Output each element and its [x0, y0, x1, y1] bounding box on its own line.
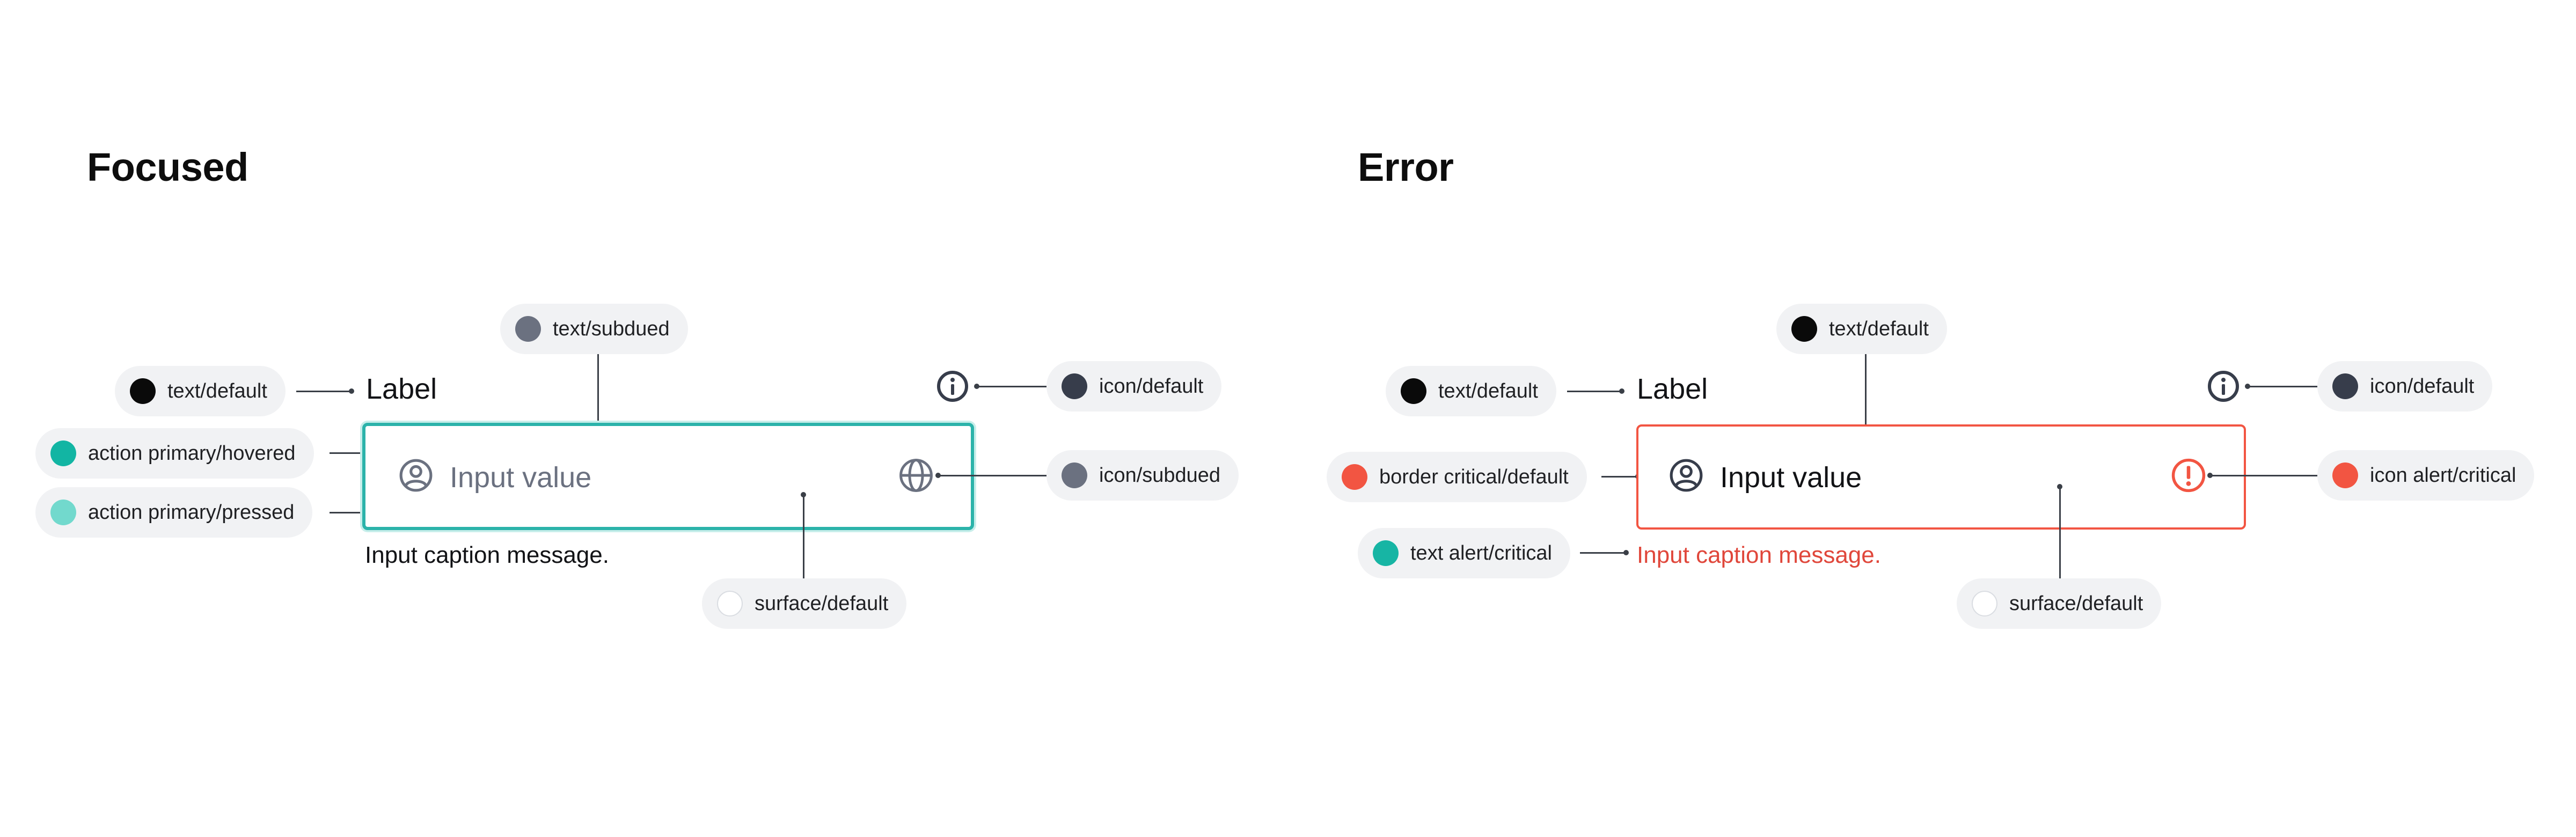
swatch-border-critical-default: [1342, 464, 1367, 490]
connector-surface-default: [2059, 487, 2061, 579]
text-input-focused[interactable]: [362, 423, 974, 530]
swatch-action-primary-hovered: [50, 440, 76, 466]
user-circle-icon: [1670, 459, 1703, 492]
swatch-icon-default: [1062, 373, 1087, 399]
connector-dot: [1623, 550, 1629, 555]
annotation-icon-subdued: icon/subdued: [1046, 450, 1239, 501]
connector-icon-default: [2248, 386, 2317, 387]
input-caption-error: Input caption message.: [1637, 542, 1881, 568]
swatch-text-subdued: [515, 316, 541, 342]
connector-dot: [974, 384, 979, 389]
connector-dot: [2245, 384, 2250, 389]
swatch-text-alert-critical: [1373, 540, 1399, 566]
connector-action-primary-hovered: [330, 452, 367, 454]
annotation-text-default: text/default: [115, 366, 286, 416]
annotation-action-primary-hovered: action primary/hovered: [35, 428, 314, 479]
annotation-text-subdued: text/subdued: [500, 304, 688, 354]
connector-text-subdued: [597, 354, 599, 446]
connector-text-default: [296, 391, 351, 392]
swatch-text-default: [1401, 378, 1426, 404]
annotation-text-default-label: text/default: [1386, 366, 1556, 416]
swatch-surface-default: [717, 591, 743, 616]
field-label: Label: [366, 373, 437, 405]
annotation-text-alert-critical: text alert/critical: [1358, 528, 1570, 578]
connector-action-primary-pressed: [330, 512, 363, 513]
connector-icon-subdued: [938, 475, 1046, 476]
annotation-border-critical-default: border critical/default: [1327, 452, 1587, 502]
swatch-surface-default: [1972, 591, 1997, 616]
user-circle-icon: [399, 459, 433, 492]
swatch-text-default: [130, 378, 156, 404]
annotation-icon-default: icon/default: [1046, 361, 1222, 412]
globe-icon[interactable]: [897, 457, 935, 494]
swatch-icon-default: [2332, 373, 2358, 399]
annotation-surface-default: surface/default: [702, 578, 907, 629]
connector-icon-default: [977, 386, 1046, 387]
swatch-icon-alert-critical: [2332, 462, 2358, 488]
input-value: Input value: [1720, 461, 1862, 494]
connector-surface-default: [803, 495, 804, 579]
section-heading-error: Error: [1358, 145, 1454, 189]
swatch-text-default: [1791, 316, 1817, 342]
connector-icon-alert-critical: [2210, 475, 2317, 476]
connector-text-default-value: [1865, 354, 1867, 446]
info-icon[interactable]: [935, 369, 970, 403]
input-placeholder: Input value: [450, 461, 592, 494]
info-icon[interactable]: [2206, 369, 2241, 403]
field-label: Label: [1637, 373, 1708, 405]
input-caption: Input caption message.: [365, 542, 609, 568]
annotation-icon-default: icon/default: [2317, 361, 2493, 412]
connector-text-alert-critical: [1580, 552, 1626, 554]
connector-border-critical: [1601, 476, 1638, 478]
connector-dot: [349, 388, 354, 394]
annotation-surface-default: surface/default: [1957, 578, 2162, 629]
swatch-action-primary-pressed: [50, 500, 76, 525]
swatch-icon-subdued: [1062, 462, 1087, 488]
section-heading-focused: Focused: [87, 145, 248, 189]
connector-dot: [1619, 388, 1624, 394]
annotation-action-primary-pressed: action primary/pressed: [35, 487, 313, 538]
connector-text-default-label: [1567, 391, 1622, 392]
annotation-text-default-value: text/default: [1776, 304, 1947, 354]
alert-circle-icon: [2171, 458, 2206, 493]
text-input-error[interactable]: [1636, 424, 2246, 530]
annotation-icon-alert-critical: icon alert/critical: [2317, 450, 2535, 501]
